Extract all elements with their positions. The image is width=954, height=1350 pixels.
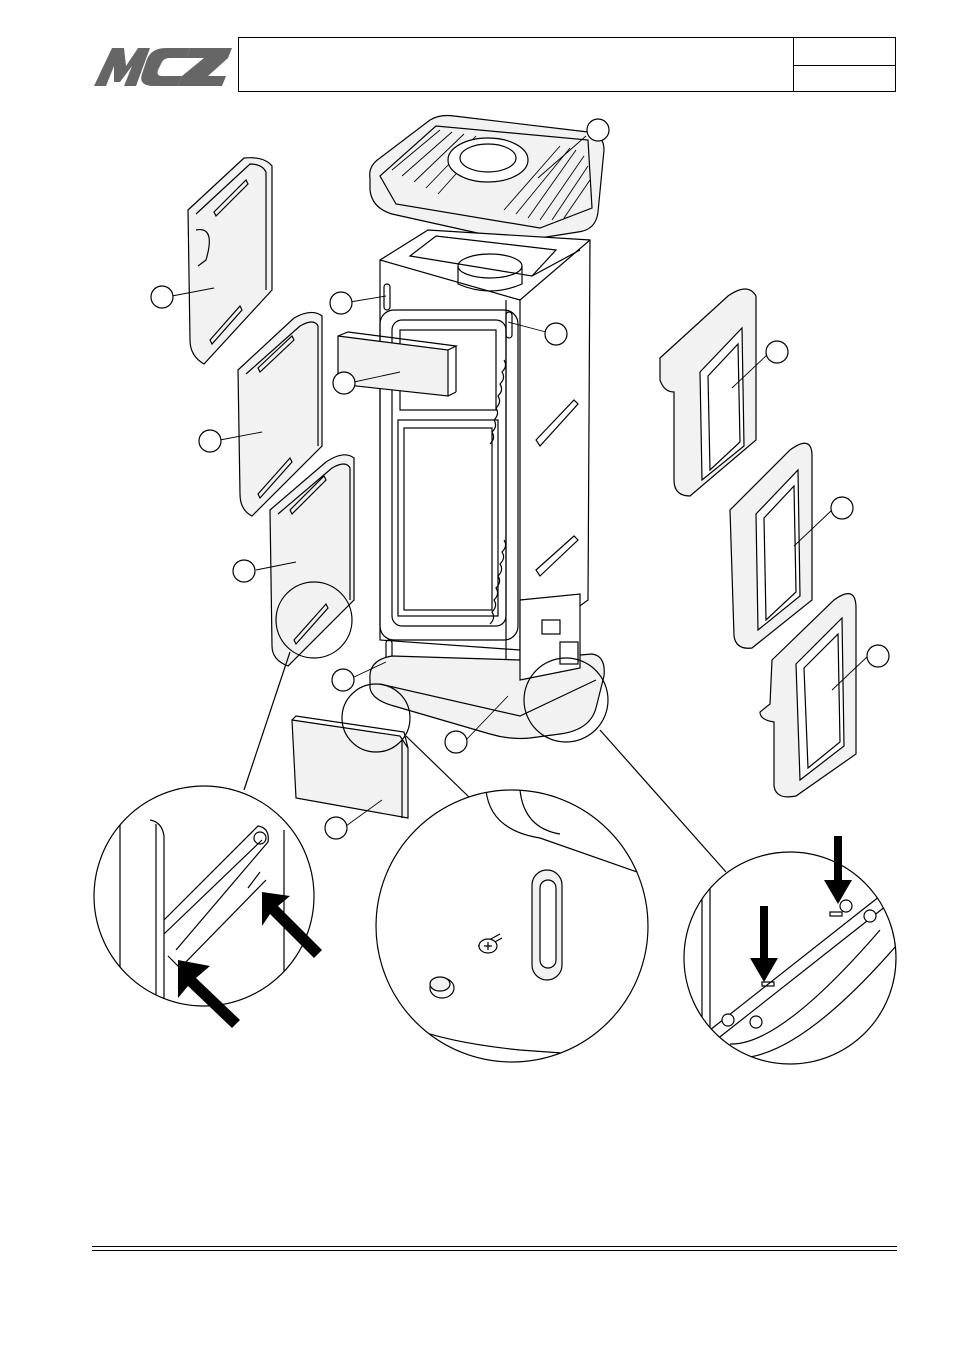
zoom-detail-right xyxy=(683,836,897,1065)
header-box xyxy=(238,37,896,92)
leader-lines xyxy=(171,135,869,827)
footer-rule-thin xyxy=(92,1250,897,1251)
zoom-detail-left xyxy=(93,785,322,1028)
bottom-front-panel xyxy=(291,715,409,819)
right-panels xyxy=(659,288,857,798)
top-front-panel xyxy=(337,331,459,397)
arrow-icon xyxy=(178,892,322,1028)
detail-marker-center xyxy=(341,683,411,753)
footer-rule xyxy=(92,1246,897,1247)
arrow-icon xyxy=(750,836,852,982)
top-grille xyxy=(369,114,605,241)
detail-marker-right xyxy=(523,657,609,743)
stove-body xyxy=(369,229,605,740)
detail-marker-left xyxy=(275,581,353,659)
zoom-detail-center xyxy=(375,789,649,1063)
mcz-logo xyxy=(92,42,234,88)
header-code-top xyxy=(793,38,895,66)
callout-circles xyxy=(150,118,890,840)
left-panels xyxy=(187,157,355,667)
header-code-bottom xyxy=(793,65,895,91)
